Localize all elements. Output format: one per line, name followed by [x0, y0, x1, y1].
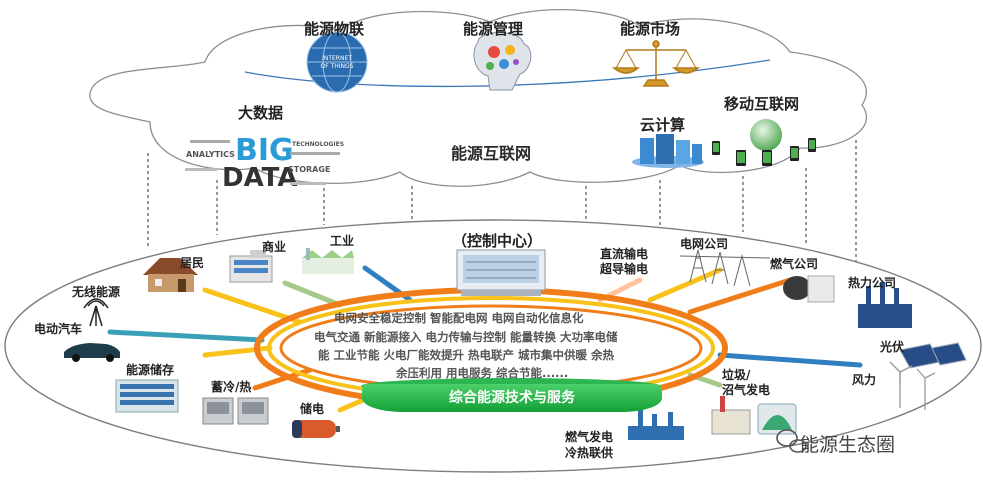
mobile-internet-label: 移动互联网 — [724, 95, 800, 113]
gas-tanks-icon — [783, 275, 835, 303]
label-wireless-energy: 无线能源 — [72, 285, 121, 299]
core-services-line-3: 能 工业节能 火电厂能效提升 热电联产 城市集中供暖 余热 — [318, 348, 615, 362]
big-data-wordcloud-icon: BIG DATA ANALYTICS TECHNOLOGIES STORAGE — [185, 133, 344, 193]
watermark-text: 能源生态圈 — [800, 434, 896, 456]
label-combined-cooling-heating: 冷热联供 — [565, 446, 614, 460]
label-heat-company: 热力公司 — [848, 276, 897, 290]
iot-globe-icon: INTERNET OF THINGS — [306, 31, 368, 93]
gas-power-plant-icon — [628, 410, 684, 440]
label-electric-vehicle: 电动汽车 — [34, 322, 83, 336]
label-residents: 居民 — [180, 256, 205, 270]
brain-gears-icon — [473, 32, 532, 91]
control-center-label: （控制中心） — [452, 232, 543, 250]
cloud-item-energy-market: 能源市场 — [620, 20, 681, 38]
label-garbage: 垃圾/ — [722, 368, 751, 382]
iot-text-1: INTERNET — [322, 55, 352, 62]
dashed-connectors — [147, 140, 857, 262]
label-biogas-power: 沼气发电 — [722, 383, 771, 397]
transmission-tower-icon — [679, 249, 771, 287]
battery-icon — [292, 420, 340, 438]
label-wind-power: 风力 — [852, 373, 877, 387]
label-energy-storage: 能源储存 — [126, 363, 175, 377]
label-commerce: 商业 — [262, 240, 287, 254]
outer-ellipse — [4, 219, 982, 473]
wechat-icon — [776, 429, 807, 453]
wordcloud-big: BIG — [235, 133, 294, 168]
integrated-energy-services-banner: 综合能源技术与服务 — [362, 384, 662, 412]
wordcloud-tech: TECHNOLOGIES — [292, 141, 344, 148]
commerce-building-icon — [229, 250, 273, 283]
label-grid-company: 电网公司 — [680, 237, 729, 251]
wireless-antenna-icon — [83, 298, 109, 327]
house-icon — [143, 258, 198, 292]
cloud-computing-servers-icon — [632, 134, 704, 168]
heat-plant-icon — [858, 282, 912, 328]
iot-text-2: OF THINGS — [321, 63, 354, 70]
cloud-item-iot: 能源物联 — [304, 20, 365, 38]
core-services-line-1: 电网安全稳定控制 智能配电网 电网自动化信息化 — [334, 311, 584, 325]
solar-panel-icon — [899, 342, 967, 369]
label-power-storage: 储电 — [300, 402, 325, 416]
label-photovoltaic: 光伏 — [880, 340, 905, 354]
wordcloud-data: DATA — [222, 163, 298, 193]
label-industry: 工业 — [330, 234, 355, 248]
label-superconducting-transmission: 超导输电 — [600, 262, 649, 276]
energy-internet-title: 能源互联网 — [451, 144, 532, 163]
ev-car-icon — [64, 343, 120, 362]
factory-icon — [302, 248, 354, 274]
cloud-computing-label: 云计算 — [640, 116, 686, 134]
label-gas-power: 燃气发电 — [565, 430, 614, 444]
mobile-internet-globe-icon — [712, 119, 816, 166]
wind-turbine-icon — [889, 361, 936, 410]
biogas-plant-icon — [711, 396, 797, 435]
wordcloud-analytics: ANALYTICS — [186, 150, 235, 159]
label-cold-heat-storage: 蓄冷/热 — [211, 380, 252, 394]
market-scales-icon — [611, 40, 701, 87]
core-services-line-4: 余压利用 用电服务 综合节能...... — [396, 366, 569, 380]
cold-heat-storage-icon — [202, 397, 269, 425]
label-gas-company: 燃气公司 — [770, 257, 819, 271]
cloud-item-energy-management: 能源管理 — [463, 20, 524, 38]
energy-storage-rack-icon — [115, 379, 179, 413]
big-data-label: 大数据 — [238, 104, 284, 122]
control-center-screen-icon — [456, 249, 546, 296]
core-services-line-2: 电气交通 新能源接入 电力传输与控制 能量转换 大功率电储 — [314, 330, 618, 344]
wordcloud-storage: STORAGE — [288, 165, 330, 174]
label-dc-transmission: 直流输电 — [600, 247, 649, 261]
